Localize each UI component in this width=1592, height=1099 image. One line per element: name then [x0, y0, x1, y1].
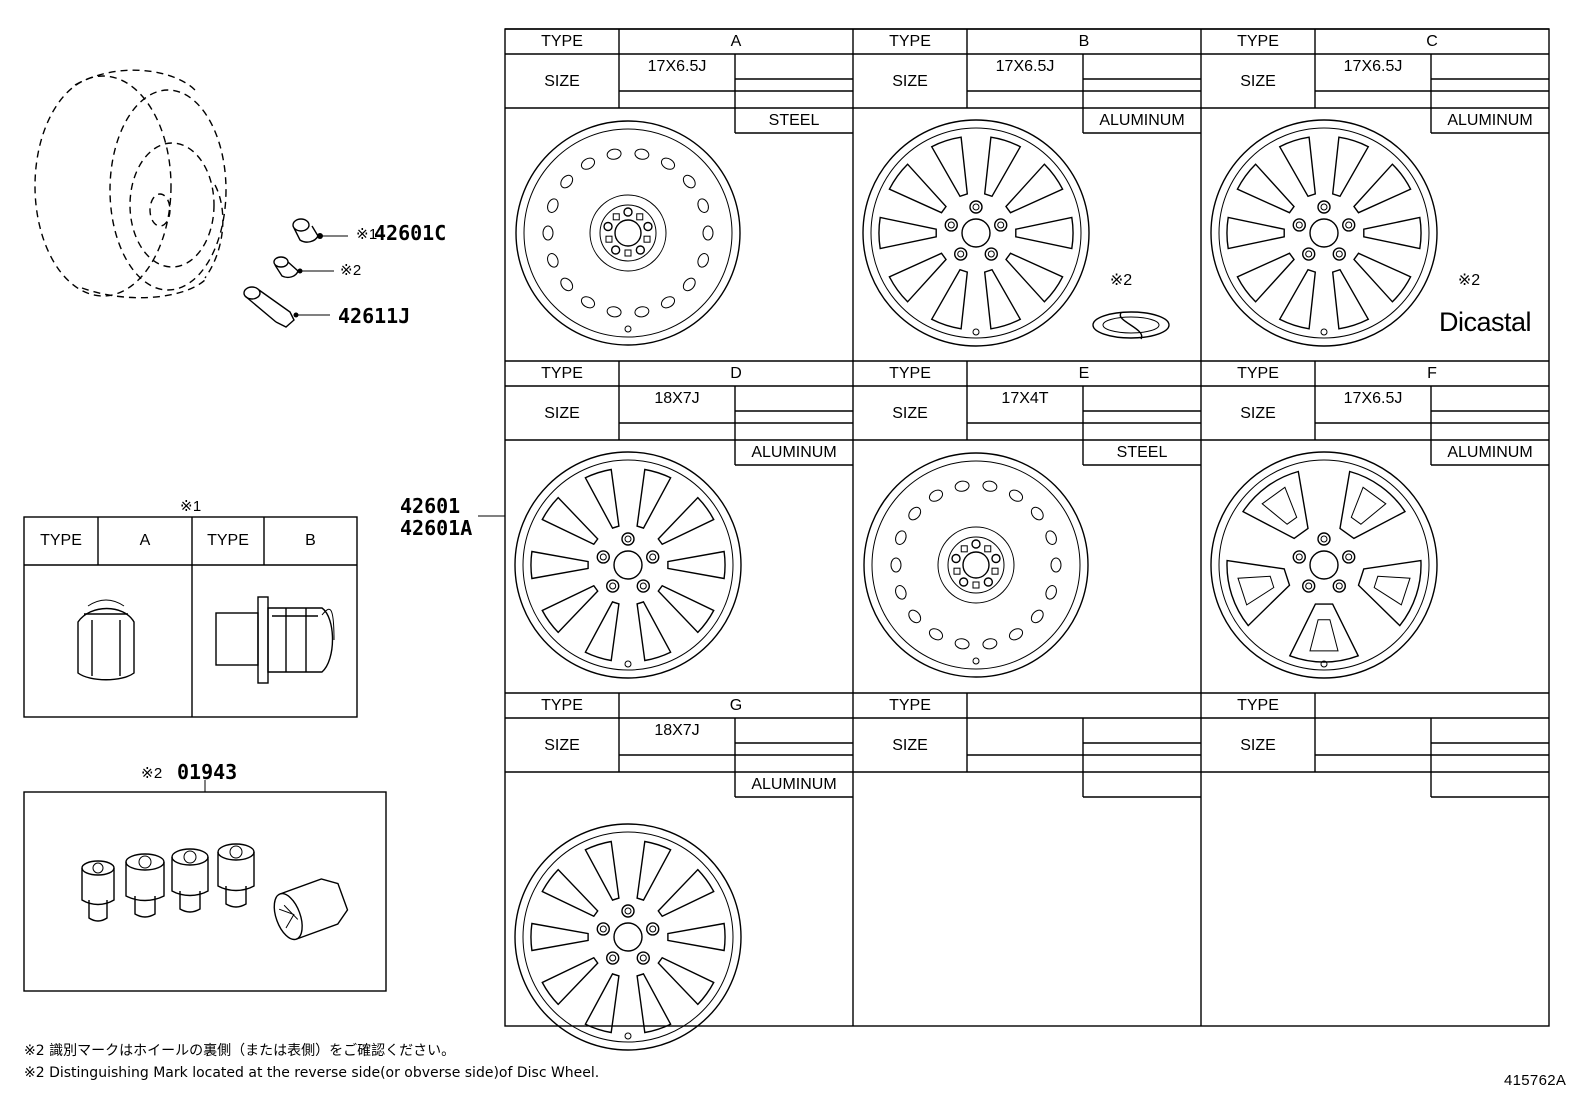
wheel-0-size: 17X6.5J [647, 58, 707, 75]
wheel-6-material: ALUMINUM [751, 776, 837, 793]
wheel-2-type-label: TYPE [1237, 33, 1279, 50]
diagram-id: 415762A [1504, 1072, 1567, 1089]
wheel-steel-illustration [863, 452, 1089, 678]
wheel-1-type: B [1078, 33, 1090, 50]
valve-cap-illustration [292, 218, 348, 243]
wheel-0-type: A [730, 33, 742, 50]
wheel-5-type: F [1427, 365, 1437, 382]
wheel-2-mark: ※2 [1457, 272, 1481, 289]
wheel-6-type-label: TYPE [541, 697, 583, 714]
wheel-0-type-label: TYPE [541, 33, 583, 50]
wheel-3-size: 18X7J [654, 390, 700, 407]
wheel-1-type-label: TYPE [889, 33, 931, 50]
wheel-1-material: ALUMINUM [1099, 112, 1185, 129]
wheel-6-type: G [729, 697, 743, 714]
lock-nuts-illustration [81, 843, 349, 941]
wheel-1-size: 17X6.5J [995, 58, 1055, 75]
wheel-1-mark: ※2 [1109, 272, 1133, 289]
wheel-4-size-label: SIZE [892, 405, 928, 422]
nut-type-a-illustration [77, 599, 135, 681]
nut-table [23, 516, 358, 718]
wheel-8-type-label: TYPE [1237, 697, 1279, 714]
nut-table-type-a: A [139, 532, 151, 549]
brand-logo-icon [1092, 311, 1170, 340]
wheel-4-material: STEEL [1116, 444, 1168, 461]
wheel-spoke5split-illustration [514, 823, 742, 1051]
nut-table-type-b: B [305, 532, 316, 549]
wheel-spoke10-illustration [1210, 119, 1438, 347]
note-english: ※2 Distinguishing Mark located at the re… [24, 1065, 600, 1081]
wheel-5-size: 17X6.5J [1343, 390, 1403, 407]
nut-table-type-label-b: TYPE [207, 532, 249, 549]
wheel-4-type-label: TYPE [889, 365, 931, 382]
wheel-0-material: STEEL [768, 112, 820, 129]
lock-set-part-number: 01943 [177, 760, 238, 784]
wheel-steel-illustration [515, 120, 741, 346]
tire-assembly-illustration [34, 69, 227, 299]
wheel-5-material: ALUMINUM [1447, 444, 1533, 461]
wheel-1-size-label: SIZE [892, 73, 928, 90]
wheel-3-type: D [730, 365, 742, 382]
wheel-6-size: 18X7J [654, 722, 700, 739]
valve-illustration [243, 286, 330, 328]
wheel-0-size-label: SIZE [544, 73, 580, 90]
lock-set-mark: ※2 [141, 765, 163, 782]
wheel-2-size-label: SIZE [1240, 73, 1276, 90]
wheel-6-size-label: SIZE [544, 737, 580, 754]
wheel-spec-grid [504, 28, 1550, 1051]
valve-cap-mark: ※1 [356, 226, 378, 243]
wheel-3-type-label: TYPE [541, 365, 583, 382]
wheel-7-type-label: TYPE [889, 697, 931, 714]
wheel-part-number: 42601 [400, 494, 461, 518]
wheel-7-size-label: SIZE [892, 737, 928, 754]
nut-table-mark: ※1 [180, 498, 202, 515]
wheel-4-type: E [1078, 365, 1090, 382]
valve-core-illustration [273, 256, 334, 279]
nut-table-type-label-a: TYPE [40, 532, 82, 549]
wheel-4-size: 17X4T [1001, 390, 1049, 407]
lock-set-box [23, 780, 387, 992]
valve-core-mark: ※2 [340, 262, 362, 279]
wheel-3-material: ALUMINUM [751, 444, 837, 461]
wheel-8-size-label: SIZE [1240, 737, 1276, 754]
valve-cap-part-number: 42601C [374, 221, 447, 245]
wheel-2-size: 17X6.5J [1343, 58, 1403, 75]
wheel-spoke5split-illustration [514, 451, 742, 679]
wheel-2-brand: Dicastal [1438, 307, 1532, 337]
wheel-5-type-label: TYPE [1237, 365, 1279, 382]
wheel-2-material: ALUMINUM [1447, 112, 1533, 129]
wheel-spoke10-illustration [862, 119, 1090, 347]
wheel-2-type: C [1426, 33, 1438, 50]
wheel-3-size-label: SIZE [544, 405, 580, 422]
wheel-5-size-label: SIZE [1240, 405, 1276, 422]
wheel-part-number-alt: 42601A [400, 516, 473, 540]
wheel-spoke5wide-illustration [1210, 451, 1438, 679]
valve-part-number: 42611J [338, 304, 411, 328]
nut-type-b-illustration [215, 596, 335, 684]
note-japanese: ※2 識別マークはホイールの裏側（または表側）をご確認ください。 [24, 1043, 456, 1059]
